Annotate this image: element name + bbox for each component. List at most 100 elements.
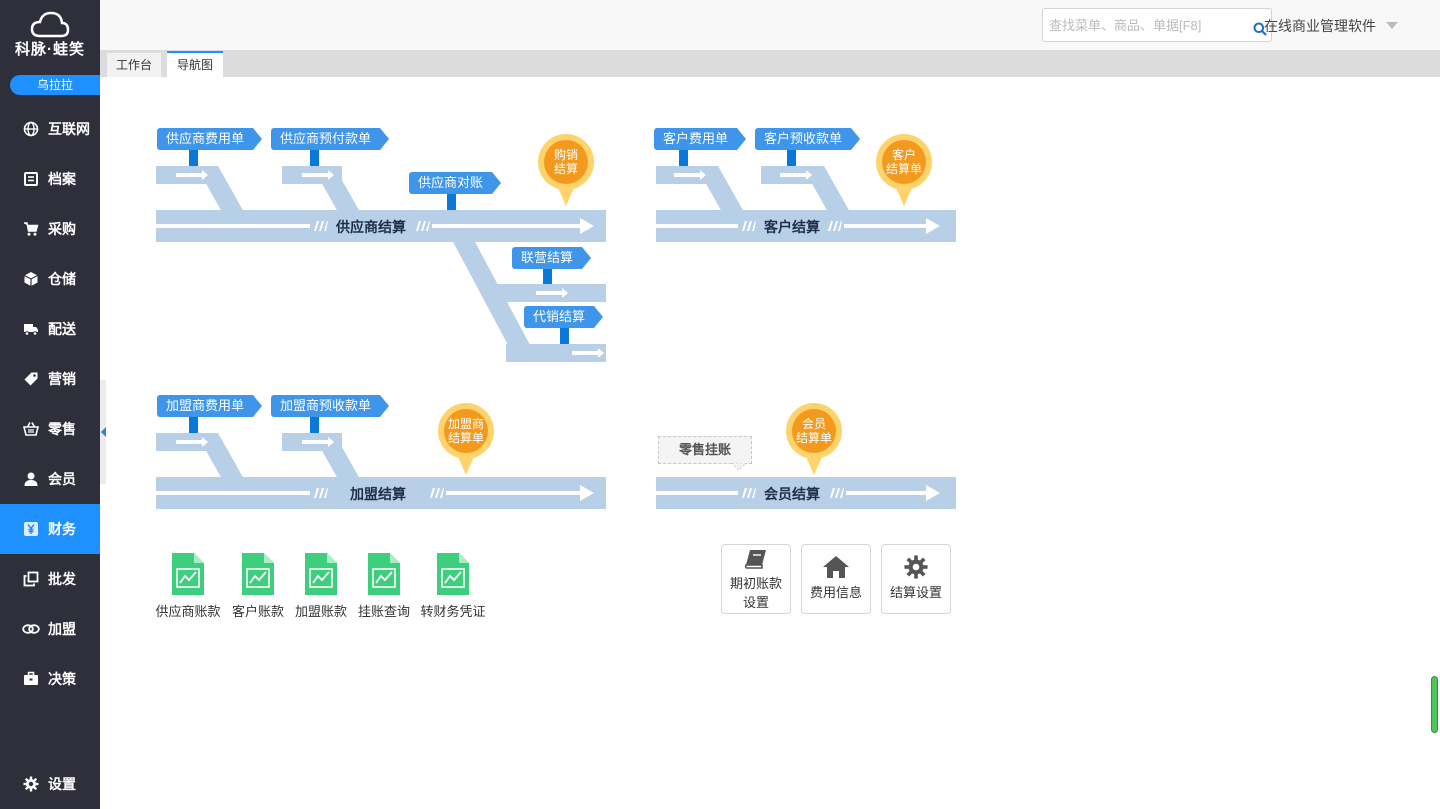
pin-label: 加盟商 结算单 [444,409,488,453]
yen-icon [22,520,40,538]
spreadsheet-chart-icon [172,553,204,595]
customer-prereceipt-tag[interactable]: 客户预收款单 [755,128,860,150]
pin-label: 客户 结算单 [882,140,926,184]
expense-info-button[interactable]: 费用信息 [801,544,871,614]
sidebar-collapse-handle[interactable] [100,380,106,484]
sidebar-item-settings[interactable]: 设置 [0,759,100,809]
report-label: 客户账款 [231,604,284,619]
settlement-settings-button[interactable]: 结算设置 [881,544,951,614]
user-badge[interactable]: 乌拉拉 [10,75,100,95]
brand-name: 科脉·蛙笑 [15,41,85,58]
customer-lane: 客户结算 [656,210,956,242]
copy-icon [22,570,40,588]
report-label: 供应商账款 [155,604,221,619]
sidebar-item-finance[interactable]: 财务 [0,504,100,554]
sidebar-item-label: 配送 [48,321,76,337]
report-supplier-accounts[interactable]: 供应商账款 [154,553,222,620]
tag-icon [22,370,40,388]
tool-label: 费用信息 [809,585,862,600]
sidebar-item-decision[interactable]: 决策 [0,654,100,704]
sidebar-item-member[interactable]: 会员 [0,454,100,504]
sidebar-item-internet[interactable]: 互联网 [0,104,100,154]
supplier-prepayment-tag[interactable]: 供应商预付款单 [271,128,389,150]
gear-icon [22,775,40,793]
sidebar-item-label: 加盟 [48,621,76,637]
tool-label: 期初账款 设置 [729,576,782,610]
spreadsheet-chart-icon [368,553,400,595]
joint-settlement-tag[interactable]: 联营结算 [512,247,591,269]
home-icon [823,556,849,578]
spreadsheet-chart-icon [437,553,469,595]
sidebar-item-label: 设置 [48,776,76,792]
member-lane-title: 会员结算 [760,484,824,504]
sidebar-item-label: 仓储 [48,271,76,287]
sidebar-item-delivery[interactable]: 配送 [0,304,100,354]
spreadsheet-chart-icon [305,553,337,595]
supplier-reconciliation-tag[interactable]: 供应商对账 [409,172,501,194]
sidebar-item-label: 互联网 [48,121,90,137]
tab-workbench[interactable]: 工作台 [107,53,161,77]
globe-icon [22,120,40,138]
topbar: 在线商业管理软件 [100,0,1440,50]
consignment-settlement-tag[interactable]: 代销结算 [524,306,603,328]
archive-icon [22,170,40,188]
supplier-expense-tag[interactable]: 供应商费用单 [157,128,262,150]
report-customer-accounts[interactable]: 客户账款 [230,553,286,620]
book-icon [744,550,766,569]
tool-label: 结算设置 [889,585,942,600]
sidebar-item-marketing[interactable]: 营销 [0,354,100,404]
retail-credit-note[interactable]: 零售挂账 [658,436,752,464]
report-label: 加盟账款 [294,604,347,619]
scroll-handle[interactable] [1431,676,1438,733]
purchase-sales-settlement-pin[interactable]: 购销 结算 [538,134,594,206]
cloud-logo-icon [30,11,70,38]
opening-balance-settings-button[interactable]: 期初账款 设置 [721,544,791,614]
report-finance-voucher[interactable]: 转财务凭证 [418,553,488,620]
logo: 科脉·蛙笑 [0,10,100,59]
member-settlement-pin[interactable]: 会员 结算单 [786,403,842,475]
truck-icon [22,320,40,338]
tab-bar: 工作台 导航图 [100,50,1440,77]
chevron-down-icon[interactable] [1386,22,1398,29]
spreadsheet-chart-icon [242,553,274,595]
customer-expense-tag[interactable]: 客户费用单 [654,128,746,150]
sidebar-item-label: 批发 [48,571,76,587]
franchise-lane-title: 加盟结算 [346,484,410,504]
search-icon[interactable] [1253,22,1267,36]
sidebar-item-purchase[interactable]: 采购 [0,204,100,254]
franchise-settlement-pin[interactable]: 加盟商 结算单 [438,403,494,475]
sidebar-item-label: 会员 [48,471,76,487]
franchise-prereceipt-tag[interactable]: 加盟商预收款单 [271,395,389,417]
pin-label: 购销 结算 [544,140,588,184]
gear-icon [904,555,928,579]
sidebar-item-label: 采购 [48,221,76,237]
report-franchise-accounts[interactable]: 加盟账款 [293,553,349,620]
note-pointer [732,463,746,471]
report-label: 挂账查询 [357,604,410,619]
cart-icon [22,220,40,238]
report-credit-query[interactable]: 挂账查询 [356,553,412,620]
app-title[interactable]: 在线商业管理软件 [1264,18,1376,34]
basket-icon [22,420,40,438]
sidebar-item-label: 零售 [48,421,76,437]
search-input[interactable] [1047,9,1251,41]
report-label: 转财务凭证 [420,604,486,619]
franchise-expense-tag[interactable]: 加盟商费用单 [157,395,262,417]
sidebar-item-franchise[interactable]: 加盟 [0,604,100,654]
sidebar-item-label: 财务 [48,521,76,537]
supplier-branch-lines [156,166,606,362]
chevron-left-icon [101,427,106,437]
briefcase-icon [22,670,40,688]
supplier-lane: 供应商结算 [156,210,606,242]
search-box [1042,8,1272,42]
sidebar-item-retail[interactable]: 零售 [0,404,100,454]
sidebar-item-archive[interactable]: 档案 [0,154,100,204]
customer-settlement-pin[interactable]: 客户 结算单 [876,134,932,206]
customer-lane-title: 客户结算 [760,217,824,237]
sidebar-item-storage[interactable]: 仓储 [0,254,100,304]
sidebar: 科脉·蛙笑 乌拉拉 互联网 档案 采购 仓储 配送 营销 零售 会员 财务 批发 [0,0,100,809]
customer-branch-lines [656,166,850,212]
tab-navigation-map[interactable]: 导航图 [167,51,223,77]
sidebar-item-wholesale[interactable]: 批发 [0,554,100,604]
pin-label: 会员 结算单 [792,409,836,453]
